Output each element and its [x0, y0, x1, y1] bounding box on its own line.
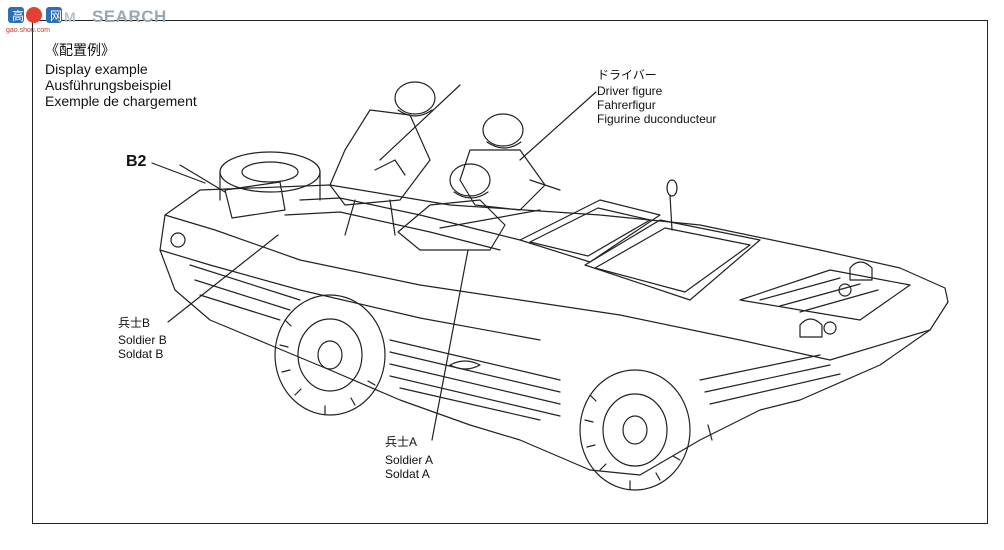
driver-label-de: Fahrerfigur	[597, 98, 656, 112]
watermark-brand: SEARCH	[92, 7, 167, 26]
spare-wheel	[219, 151, 321, 193]
svg-text:M: M	[64, 9, 76, 25]
driver-label-jp: ドライバー	[597, 68, 657, 82]
svg-text:高: 高	[12, 8, 24, 23]
display-heading-en: Display example	[45, 61, 148, 77]
watermark-url: gao.shou.com	[6, 27, 50, 34]
instruction-frame	[32, 20, 988, 524]
soldier-b-label-jp: 兵士B	[118, 316, 151, 330]
soldier-a-figure	[397, 163, 541, 251]
svg-text:网: 网	[50, 9, 62, 23]
soldier-a-label-en: Soldier A	[385, 453, 434, 467]
driver-figure	[459, 113, 561, 211]
display-heading-de: Ausführungsbeispiel	[45, 77, 172, 93]
windshield	[584, 219, 761, 301]
leader-b2	[151, 162, 206, 184]
driver-label-fr: Figurine duconducteur	[597, 112, 717, 126]
soldier-a-label-jp: 兵士A	[385, 435, 418, 449]
site-logo-icon: 高 网 M	[8, 7, 76, 25]
driver-label-en: Driver figure	[597, 84, 663, 98]
leader-soldier-b	[167, 234, 279, 323]
leader-soldier-a	[431, 249, 469, 441]
soldier-b-label-fr: Soldat B	[118, 347, 164, 361]
soldier-a-label-fr: Soldat A	[385, 467, 430, 481]
display-heading-jp: 《配置例》	[45, 42, 115, 58]
soldier-b-figure	[329, 81, 461, 236]
hull-outline	[159, 184, 949, 476]
front-wheel	[579, 369, 691, 491]
display-heading-fr: Exemple de chargement	[45, 93, 197, 109]
leader-driver	[519, 91, 597, 161]
soldier-b-label-en: Soldier B	[118, 333, 167, 347]
callout-b2: B2	[126, 153, 147, 170]
rear-wheel	[274, 294, 386, 416]
